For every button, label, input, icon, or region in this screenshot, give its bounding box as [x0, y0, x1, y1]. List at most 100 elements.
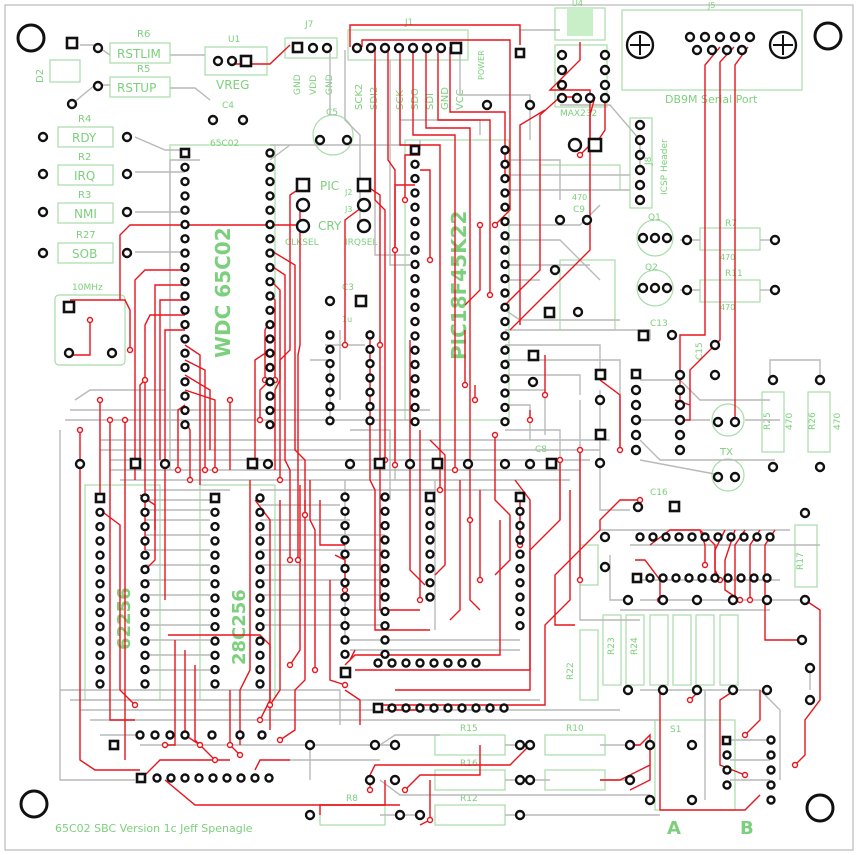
- rom-pin: [255, 607, 265, 618]
- osc-pin: [325, 401, 335, 412]
- glue-a-pin: [340, 635, 350, 645]
- cpu-pin: [265, 148, 275, 158]
- label-q2: Q2: [645, 263, 658, 273]
- glue-a-pin: [340, 549, 350, 559]
- r-net-2: [672, 614, 692, 686]
- r-net-1: [649, 614, 669, 686]
- rom-pin: [255, 593, 265, 603]
- glue-a2-pin: [380, 549, 390, 559]
- glue-a-pin: [340, 578, 350, 588]
- cpu-pin: [265, 362, 275, 373]
- pic-pin: [410, 245, 420, 255]
- label-rom: 28C256: [229, 589, 250, 665]
- pic-pin: [500, 331, 510, 341]
- r8-outline: [319, 804, 386, 826]
- label-r25-value: 470: [785, 413, 795, 430]
- pic-pin: [410, 345, 420, 355]
- mount-hole-br: [805, 793, 835, 823]
- osc-pin: [325, 330, 335, 340]
- rom-pin: [210, 650, 220, 660]
- ram-pin: [95, 564, 105, 575]
- rom-pin: [210, 636, 220, 646]
- glue-a-pin: [340, 535, 350, 545]
- label-c3-value: 1u: [342, 315, 352, 324]
- glue-a2-pin: [380, 635, 390, 645]
- ram-pin: [95, 579, 105, 589]
- rstup-box: [109, 76, 171, 98]
- glue-a2-pin: [380, 621, 390, 631]
- glue-b-pin: [425, 592, 435, 602]
- cpu-pin: [180, 176, 190, 187]
- rom-pin: [210, 593, 220, 603]
- pic-pin: [410, 274, 420, 284]
- pic-pin: [410, 288, 420, 298]
- r-net-4: [719, 614, 739, 686]
- label-wdc: WDC 65C02: [211, 227, 235, 358]
- r17-outline: [794, 524, 818, 588]
- osc-pin: [325, 387, 335, 397]
- label-j7-gnd1: GND: [293, 74, 303, 95]
- glue-a-pin: [340, 621, 350, 631]
- cpu-pin: [265, 191, 275, 201]
- mount-hole-bl: [19, 789, 49, 819]
- glue-c-pin: [515, 520, 525, 531]
- cpu-pin: [265, 262, 275, 273]
- pic-pin: [500, 216, 510, 227]
- pic-pin: [500, 259, 510, 270]
- osc2-pin: [365, 373, 375, 383]
- r14-outline: [544, 769, 606, 791]
- label-u1: U1: [228, 35, 240, 45]
- label-irq: IRQ: [74, 169, 95, 183]
- pic-pin: [410, 388, 420, 398]
- label-b: B: [740, 818, 754, 839]
- label-c16: C16: [650, 488, 668, 498]
- label-r8: R8: [346, 794, 358, 804]
- label-r2: R2: [78, 152, 91, 163]
- label-j1-gnd: GND: [440, 87, 451, 110]
- glue-c-pin: [515, 578, 525, 588]
- glue-a-pin: [340, 520, 350, 531]
- rdy-box: [57, 126, 114, 148]
- pic-pin: [500, 202, 510, 212]
- label-xtal: 10MHz: [72, 283, 103, 293]
- ram-pin: [140, 521, 150, 532]
- ram-pin: [140, 564, 150, 575]
- rom-pin: [210, 579, 220, 589]
- cpu-pin: [180, 162, 190, 173]
- cpu-pin: [265, 176, 275, 187]
- ram-pin: [140, 664, 150, 675]
- glue-c-pin: [515, 535, 525, 545]
- j1-outline: [347, 29, 469, 61]
- cpu-pin: [265, 219, 275, 230]
- osc2-pin: [365, 344, 375, 354]
- cpu-pin: [265, 205, 275, 215]
- cpu-pin: [180, 191, 190, 201]
- ram-pin: [95, 550, 105, 560]
- ram-pin: [95, 593, 105, 603]
- cpu-pin: [180, 391, 190, 401]
- label-nmi: NMI: [74, 207, 97, 221]
- pic-pin: [410, 259, 420, 270]
- pic-pin: [500, 245, 510, 255]
- rom-pin: [255, 521, 265, 532]
- board-outline: [4, 4, 854, 851]
- label-r26: R26: [808, 412, 818, 430]
- cpu-pin: [180, 277, 190, 287]
- r23-outline: [602, 614, 622, 686]
- glue-c-pin: [515, 506, 525, 516]
- pic-pin: [410, 173, 420, 184]
- label-c4: C4: [222, 101, 234, 111]
- label-c9: C9: [573, 205, 585, 215]
- rom-pin: [210, 564, 220, 575]
- pic-pin: [500, 302, 510, 312]
- d2-outline: [49, 59, 81, 83]
- cpu-pin: [265, 348, 275, 358]
- glue-a-pin: [340, 649, 350, 659]
- vreg-outline: [204, 46, 268, 76]
- cpu-pin: [180, 405, 190, 416]
- ram-pin: [95, 507, 105, 517]
- osc-pin: [325, 358, 335, 369]
- label-r10: R10: [566, 724, 584, 734]
- cpu-pin: [265, 162, 275, 173]
- cpu-pin: [180, 377, 190, 387]
